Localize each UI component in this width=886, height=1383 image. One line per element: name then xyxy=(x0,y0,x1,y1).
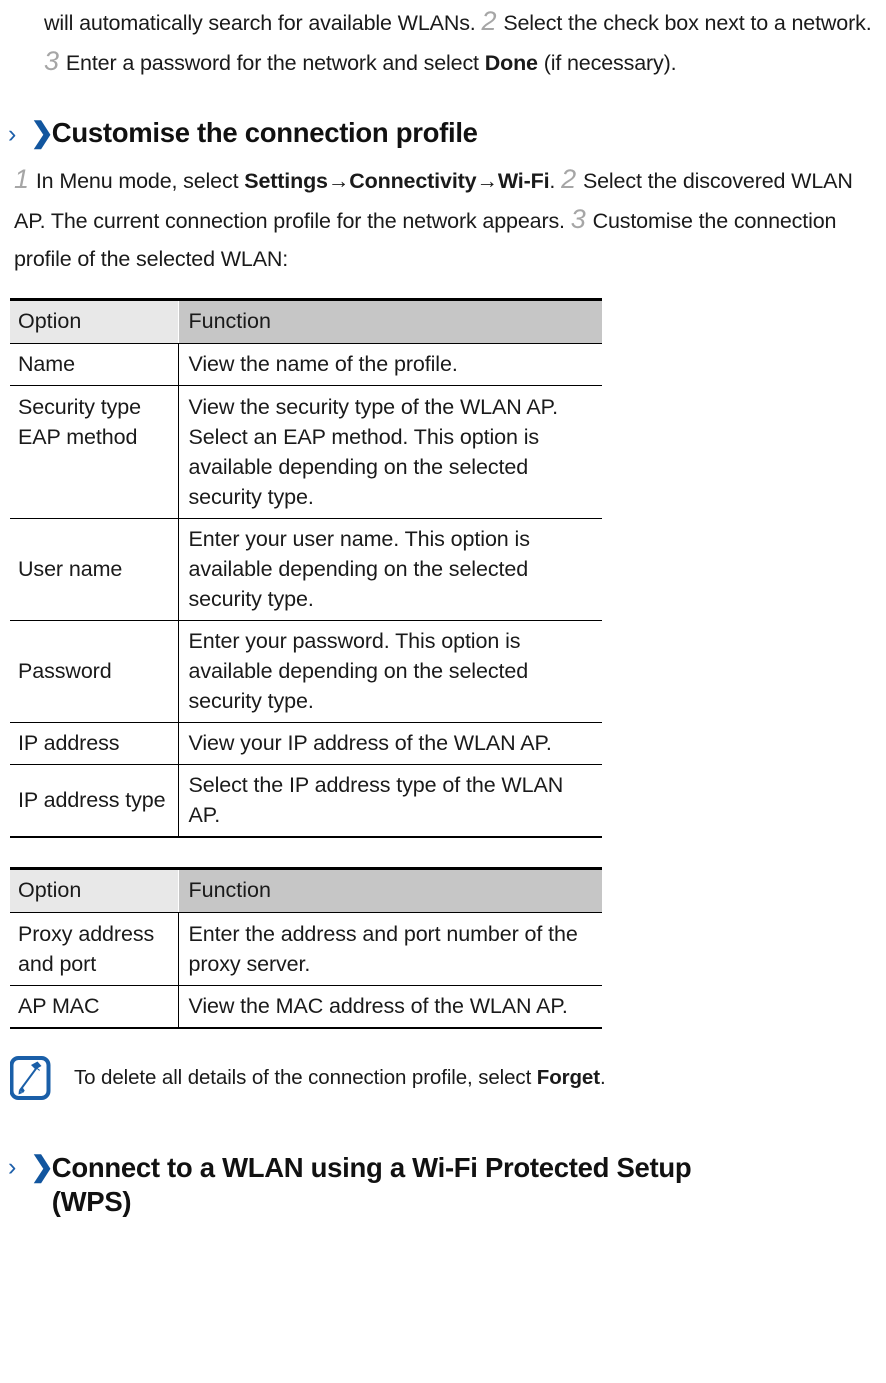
arrow-icon-2: → xyxy=(476,169,498,193)
function-cell: View your IP address of the WLAN AP. xyxy=(178,722,602,765)
arrow-icon-1: → xyxy=(327,169,350,193)
column-header-function: Function xyxy=(177,867,602,913)
intro-text-c: Enter a password for the network and sel… xyxy=(65,51,479,75)
note-callout: To delete all details of the connection … xyxy=(0,1055,886,1101)
table-gap xyxy=(0,838,886,867)
option-cell: IP address xyxy=(10,722,179,765)
function-cell: Select the IP address type of the WLAN A… xyxy=(178,764,602,838)
option-cell: AP MAC xyxy=(10,985,179,1029)
chevron-right-inner-icon: ❯ xyxy=(30,1151,54,1182)
table-header-row: Option Function xyxy=(10,298,602,344)
table-row: IP address View your IP address of the W… xyxy=(10,722,602,765)
table-row: Security type EAP method View the securi… xyxy=(10,385,602,519)
option-cell: User name xyxy=(10,518,179,621)
column-header-option: Option xyxy=(10,298,178,344)
table-header-row: Option Function xyxy=(10,867,602,913)
step-number-3b: 3 xyxy=(570,204,586,234)
step-number-2: 2 xyxy=(481,6,497,36)
option-cell: Name xyxy=(10,343,179,386)
done-button-reference: Done xyxy=(484,51,538,75)
function-cell: Enter the address and port number of the… xyxy=(178,912,602,986)
steps-paragraph: 1 In Menu mode, select Settings→Connecti… xyxy=(0,160,886,278)
note-pen-icon xyxy=(9,1055,52,1101)
intro-text-a: will automatically search for available … xyxy=(44,11,476,35)
menu-wifi-label: Wi-Fi xyxy=(497,169,550,193)
step1-text: In Menu mode, select xyxy=(35,169,239,193)
menu-settings-label: Settings xyxy=(244,169,328,193)
table-row: Password Enter your password. This optio… xyxy=(10,620,602,723)
option-cell: Security type EAP method xyxy=(10,385,179,519)
function-cell: View the MAC address of the WLAN AP. xyxy=(178,985,602,1029)
option-cell: IP address type xyxy=(10,764,179,838)
chevron-right-outer-icon: › xyxy=(8,1153,17,1181)
option-cell: Password xyxy=(10,620,179,723)
function-cell: Enter your user name. This option is ava… xyxy=(178,518,602,621)
step1-period: . xyxy=(549,169,556,193)
intro-paragraph: will automatically search for available … xyxy=(0,0,886,82)
section-heading-customise-profile: › ❯ Customise the connection profile xyxy=(0,116,886,150)
section-heading-line1: Connect to a WLAN using a Wi-Fi Protecte… xyxy=(51,1152,692,1183)
section-heading-connect-wps: › ❯ Connect to a WLAN using a Wi-Fi Prot… xyxy=(0,1151,886,1219)
intro-text-b: Select the check box next to a network. xyxy=(503,11,872,35)
forget-option-reference: Forget xyxy=(536,1066,600,1089)
note-text: To delete all details of the connection … xyxy=(74,1064,606,1092)
function-cell: View the name of the profile. xyxy=(178,343,602,386)
option-cell: Proxy address and port xyxy=(10,912,179,986)
connection-profile-options-table-2: Option Function Proxy address and port E… xyxy=(10,867,602,1029)
function-cell: Enter your password. This option is avai… xyxy=(178,620,602,723)
chevron-right-inner-icon: ❯ xyxy=(30,117,54,148)
table-row: IP address type Select the IP address ty… xyxy=(10,764,602,838)
menu-connectivity-label: Connectivity xyxy=(349,169,477,193)
table-row: AP MAC View the MAC address of the WLAN … xyxy=(10,985,602,1029)
connection-profile-options-table-1: Option Function Name View the name of th… xyxy=(10,298,602,838)
table-row: User name Enter your user name. This opt… xyxy=(10,518,602,621)
step-number-2b: 2 xyxy=(561,164,577,194)
column-header-function: Function xyxy=(177,298,602,344)
step2-text: Select the discovered WLAN AP. The curre… xyxy=(14,169,853,233)
intro-text-d: (if necessary). xyxy=(543,51,677,75)
function-cell: View the security type of the WLAN AP. S… xyxy=(178,385,602,519)
table-row: Name View the name of the profile. xyxy=(10,343,602,386)
step3-text: Customise the connection profile of the … xyxy=(14,209,837,271)
section-heading-text: Customise the connection profile xyxy=(51,117,478,148)
section-heading-text-wrapper: Connect to a WLAN using a Wi-Fi Protecte… xyxy=(52,1151,692,1219)
chevron-right-outer-icon: › xyxy=(8,120,17,148)
note-text-before: To delete all details of the connection … xyxy=(74,1066,532,1089)
column-header-option: Option xyxy=(10,867,178,913)
table-row: Proxy address and port Enter the address… xyxy=(10,912,602,986)
section-heading-line2: (WPS) xyxy=(51,1186,132,1217)
note-text-after: . xyxy=(599,1066,606,1089)
step-number-1: 1 xyxy=(14,164,30,194)
step-number-3: 3 xyxy=(44,46,60,76)
